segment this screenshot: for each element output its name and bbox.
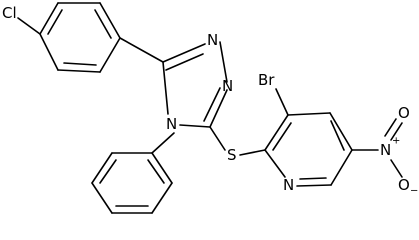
atom-n-triazole-1: N xyxy=(207,31,218,49)
molecule-structure: Cl Br S N N N N N + O O − xyxy=(2,2,418,214)
bond-pyridine-inner-3 xyxy=(299,177,327,180)
atom-n-pyridine: N xyxy=(283,176,294,194)
bond-pyridine-c3-c4 xyxy=(287,112,331,116)
atom-n-triazole-4: N xyxy=(166,115,177,133)
atom-n-triazole-2: N xyxy=(222,77,233,95)
bond-chlorophenyl-3 xyxy=(99,37,121,73)
bonds xyxy=(17,2,403,214)
bond-phenyl-3 xyxy=(91,182,113,214)
bond-nitro-o-bottom xyxy=(390,159,403,178)
bond-phenyl-6 xyxy=(151,152,173,184)
atom-s: S xyxy=(227,146,237,164)
bond-phenyl-inner-1 xyxy=(99,159,117,184)
bond-c3-br xyxy=(275,88,289,116)
atom-n-nitro: N xyxy=(380,141,391,159)
bond-triazole-c5-n1-double xyxy=(165,53,204,71)
bond-pyridine-n-c2 xyxy=(264,149,286,178)
bond-cl-c xyxy=(17,17,41,35)
bond-triazole-c3-n4 xyxy=(179,124,211,128)
bond-pyridine-inner-2 xyxy=(330,120,345,151)
atom-o-nitro-bottom: O xyxy=(398,176,410,194)
nitro-n-positive-charge: + xyxy=(392,136,400,147)
bond-phenyl-5 xyxy=(151,182,173,214)
bond-pyridine-c5-c6 xyxy=(330,149,353,186)
bond-triazole-n2-c3 xyxy=(209,89,228,128)
bond-chlorophenyl-inner-2 xyxy=(94,9,112,39)
structure-canvas: Cl Br S N N N N N + O O − xyxy=(2,2,419,214)
atom-br: Br xyxy=(258,71,275,89)
bond-nitro-o-top xyxy=(390,122,403,141)
bond-triazole-n2-c3-double xyxy=(203,87,221,122)
nitro-o-negative-charge: − xyxy=(410,186,418,197)
bond-aryl-triazole xyxy=(119,37,164,63)
bond-chlorophenyl-inner-1 xyxy=(63,62,97,66)
bond-triazole-n1-n2 xyxy=(219,41,228,83)
bond-chlorophenyl-4 xyxy=(99,2,121,39)
bond-chlorophenyl-6 xyxy=(39,2,59,35)
bond-s-pyridine xyxy=(239,149,266,156)
bond-triazole-c5-n1 xyxy=(162,43,206,63)
atom-labels: Cl Br S N N N N N + O O − xyxy=(2,4,418,197)
bond-n4-phenyl xyxy=(151,132,175,154)
atom-o-nitro-top: O xyxy=(398,104,410,122)
atom-cl: Cl xyxy=(2,4,17,22)
bond-pyridine-inner-1 xyxy=(272,122,292,151)
bond-pyridine-c2-c3 xyxy=(264,114,289,151)
bond-pyridine-c6-n xyxy=(296,184,332,187)
bond-nitro-o-top-double xyxy=(384,118,397,137)
bond-phenyl-2 xyxy=(91,152,113,184)
bond-pyridine-c4-c5 xyxy=(329,112,353,151)
bond-chlorophenyl-inner-3 xyxy=(47,9,63,35)
bond-chlorophenyl-1 xyxy=(39,33,59,71)
bond-chlorophenyl-2 xyxy=(57,69,101,73)
bond-c3-s xyxy=(209,126,226,151)
bond-phenyl-inner-3 xyxy=(147,159,165,184)
bond-triazole-n4-c5 xyxy=(162,61,169,115)
